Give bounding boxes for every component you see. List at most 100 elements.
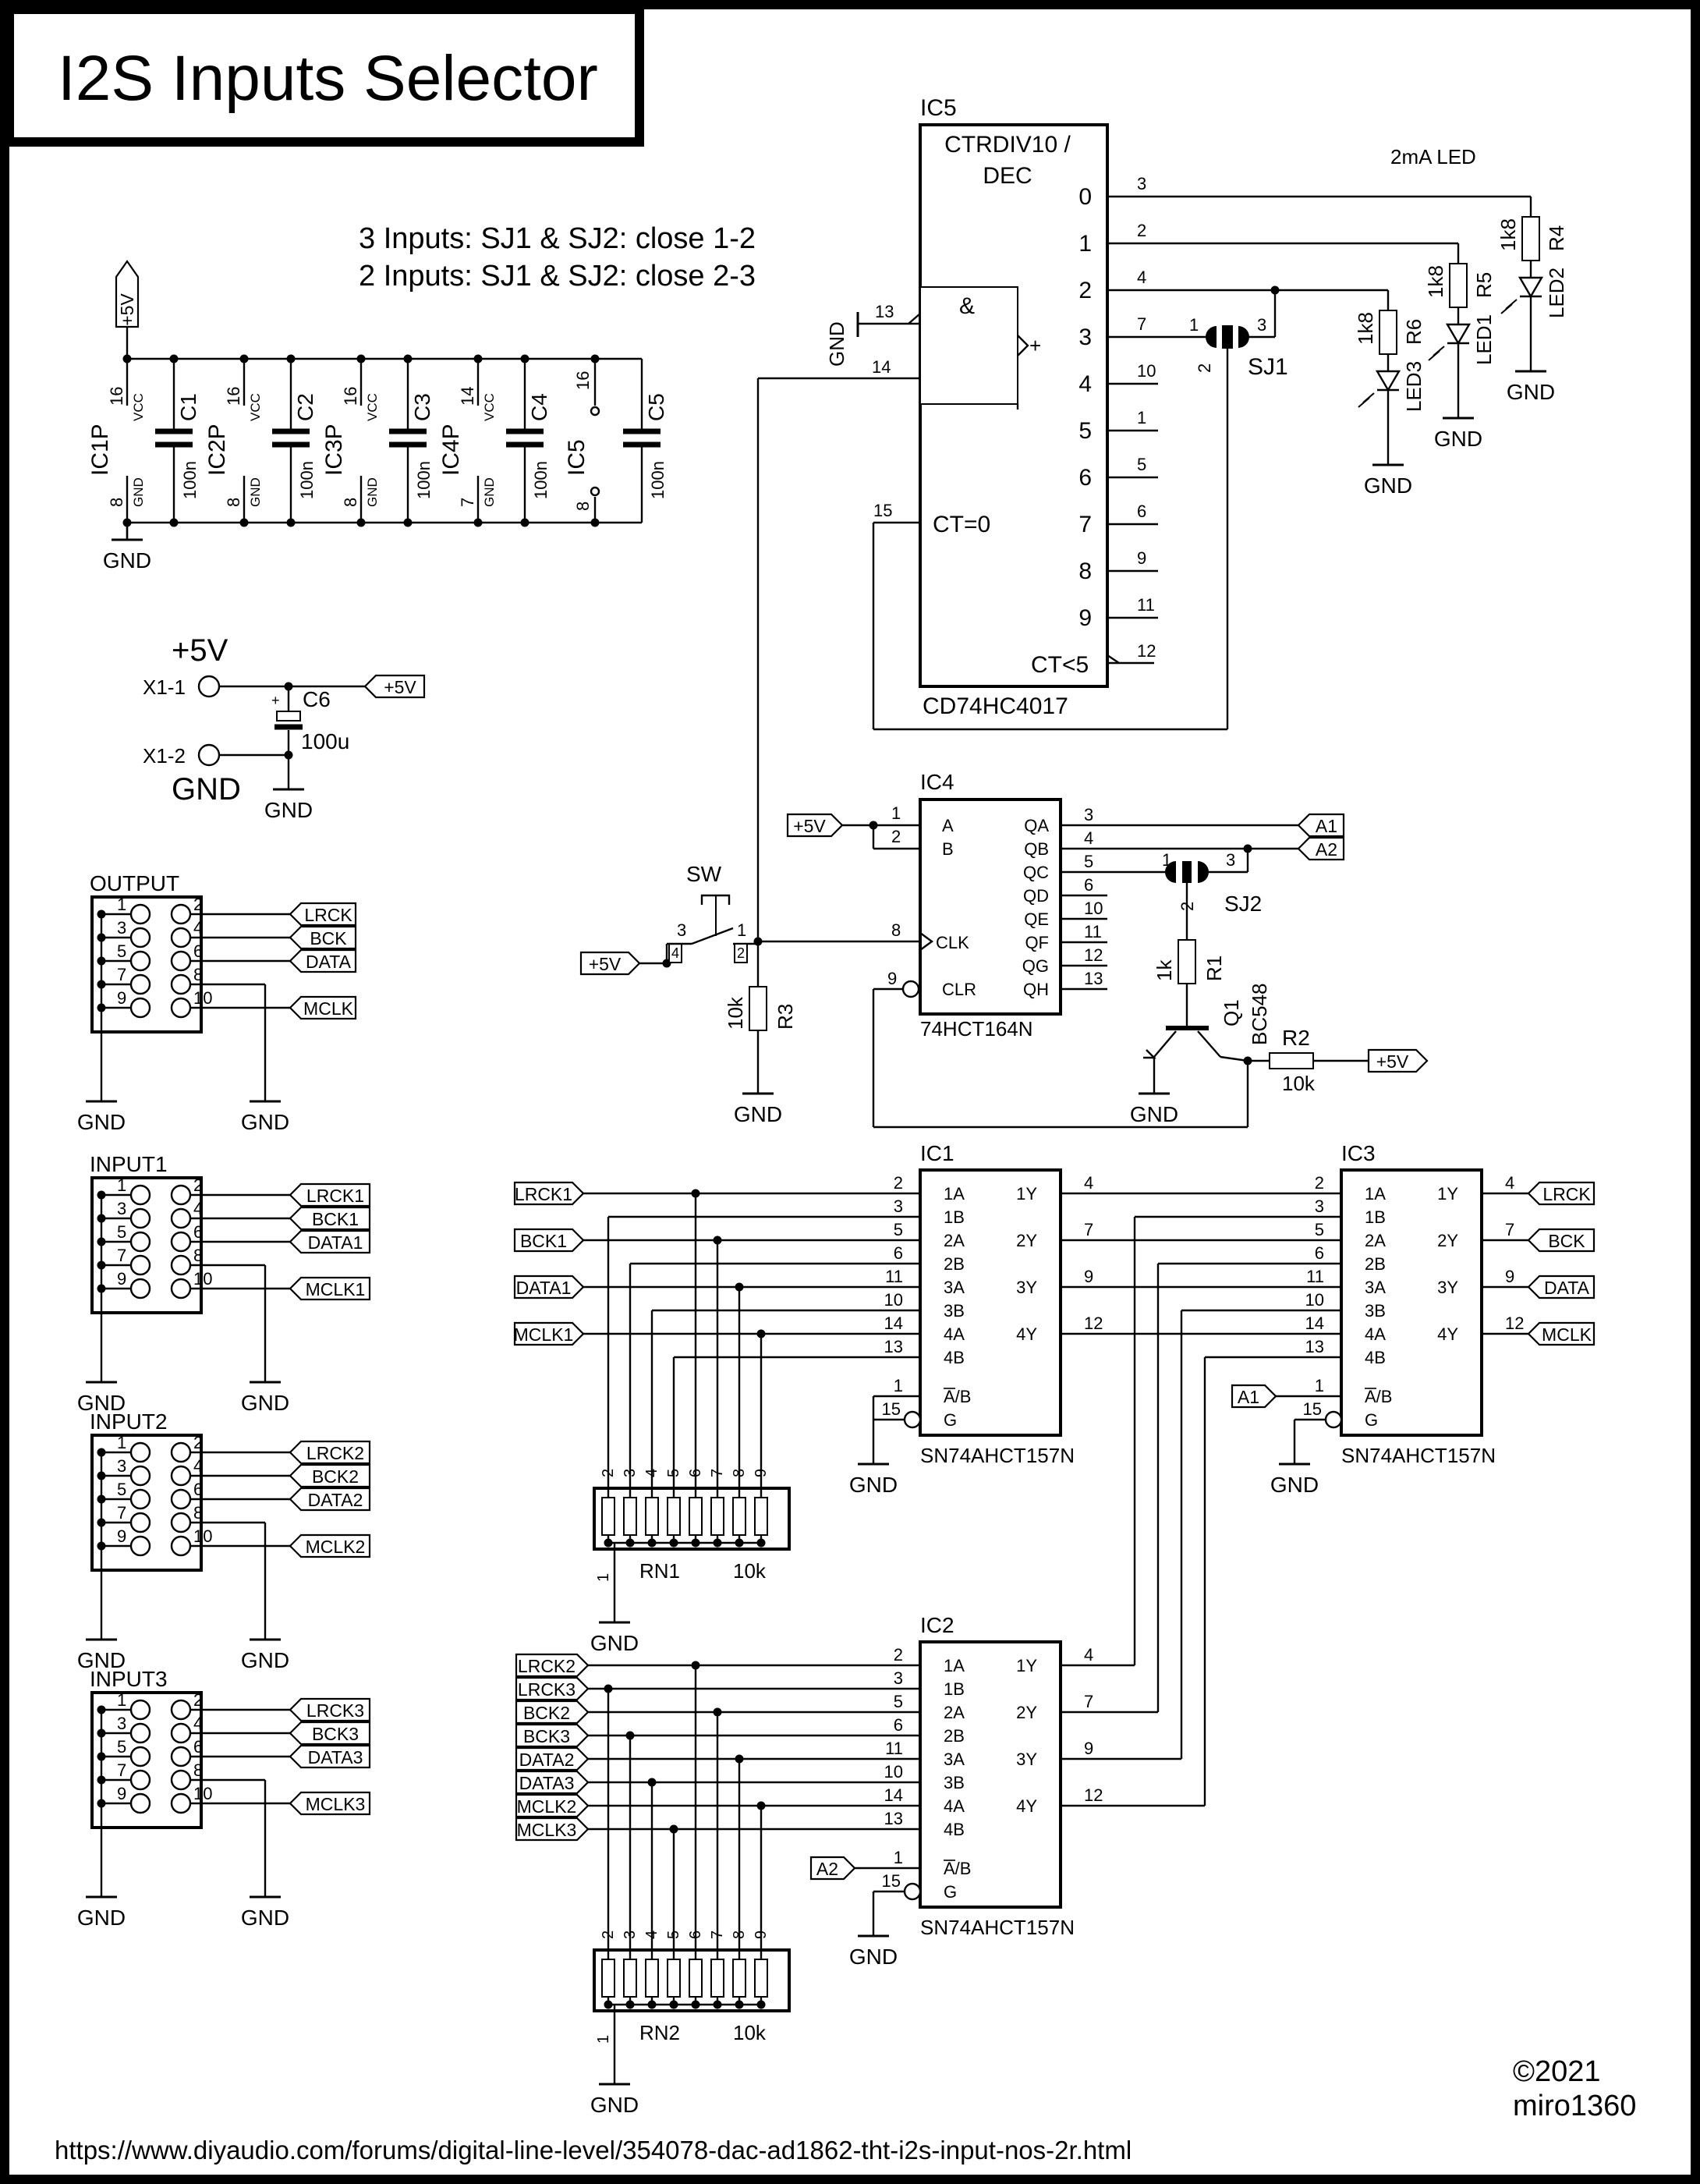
ic5-func: CTRDIV10 / [944,132,1071,158]
ic4-pin: 3 [1084,805,1093,824]
ic2-g-pin: 15 [882,1871,901,1891]
cap-val: 100n [180,461,200,499]
q1-emitter [1153,1030,1177,1058]
ic1-pin-num: 6 [894,1243,903,1263]
ic2-in-flag-text: DATA3 [519,1773,575,1793]
conn-pin-num: 5 [117,941,126,961]
gnd-label: GND [77,1906,126,1930]
ic4-ref: IC4 [920,770,954,794]
ic2-in-flag-text: DATA2 [519,1750,575,1770]
ic2-in-flag-text: MCLK3 [517,1820,577,1840]
ic1-pin-name: 1B [944,1207,965,1227]
ic5-name: CD74HC4017 [923,693,1068,719]
gnd-label: GND [241,1391,289,1415]
junction-dot [647,1538,657,1548]
ic2-pin-num: 5 [894,1692,903,1711]
ic5-q-label: 8 [1078,558,1092,584]
ic-power-ref: IC5 [564,439,590,476]
conn-net-flag-text: DATA3 [308,1747,363,1767]
conn-net-flag-text: DATA1 [308,1232,363,1253]
ic2-pin-num: 4 [1084,1645,1093,1665]
cap-ref: C2 [293,393,317,421]
connector-pin [170,1207,192,1229]
ic1-in-flag-text: MCLK1 [514,1324,574,1345]
ic-power-ref: IC4P [438,424,464,476]
connector-pin [170,1488,192,1510]
rn2-val: 10k [733,2021,767,2044]
rn1-resistor [732,1497,746,1536]
r2-val: 10k [1282,1072,1316,1095]
ic2-in-flag-text: BCK3 [523,1726,570,1746]
ic4-pin-name: CLR [942,980,976,999]
ic4-pin: 6 [1084,875,1093,895]
junction-dot [122,518,132,527]
ic3-pin-name: 1Y [1437,1184,1458,1204]
pin12-neg [1107,654,1120,664]
ic3-pin-name: 2Y [1437,1231,1458,1250]
ic2-in-flag [515,1676,590,1701]
led-ray [1500,303,1513,314]
ic2-pin-name: 4A [944,1796,965,1816]
ic5-pin-num: 3 [1137,174,1146,193]
ic4-pin-name: A [942,816,954,835]
conn-net-flag-text: BCK [310,928,347,948]
ic1-pin-num: 11 [885,1267,903,1286]
ic3-pin-name: 2B [1365,1254,1386,1274]
jumper-note-2: 2 Inputs: SJ1 & SJ2: close 2-3 [359,260,756,292]
res-val: 1k8 [1424,265,1447,298]
conn-net-flag-text: BCK2 [312,1466,359,1487]
rn2-ref: RN2 [639,2021,680,2044]
ic1-in-flag [513,1275,585,1299]
ic4-pin-name: QA [1024,816,1049,835]
ic5-q-label: 6 [1078,465,1092,491]
conn-pin-num: 8 [193,1760,203,1780]
a2-flag-ic2-text: A2 [816,1859,838,1879]
gnd-label: GND [1434,427,1482,451]
ic4-pin: 2 [891,827,901,846]
led-symbol [1518,276,1544,299]
rn2-resistor [645,1959,659,1998]
conn-pin-num: 2 [193,895,203,914]
ic4-pin: 10 [1084,899,1103,918]
sj1-pad [1238,326,1249,348]
ic2-pin-name: 3B [944,1773,965,1792]
ic2-pin-num: 14 [884,1785,903,1805]
ic3-ref: IC3 [1341,1141,1376,1165]
ic3-pin-num: 7 [1505,1220,1514,1239]
vcc-flag-sw-text: +5V [589,954,622,974]
junction-dot [756,1538,766,1548]
r3-ref: R3 [774,1004,797,1030]
led-symbol [1445,323,1472,346]
ic3-pin-num: 14 [1305,1314,1324,1333]
connector-pin [129,1278,151,1299]
connector-pin [170,1278,192,1299]
gnd-label: GND [241,1906,289,1930]
r1-body [1178,939,1196,984]
conn-pin-num: 10 [193,1784,212,1803]
ic5-func: DEC [983,163,1032,189]
conn-pin-num: 8 [193,965,203,984]
led-ray [1358,397,1370,408]
ic2-in-flag [515,1653,590,1678]
vcc-flag-top-text: +5V [117,293,137,326]
ic1-g-name: G [944,1410,957,1430]
conn-pin-num: 3 [117,918,126,938]
sw-pin2-num: 2 [737,945,745,961]
rn2-pin1: 1 [595,2035,612,2044]
conn-net-flag [289,1182,371,1207]
ic1-g-bubble [903,1410,922,1429]
ic5-q-label: 0 [1078,184,1092,210]
conn-net-flag [289,1487,371,1512]
ic2-g-name: G [944,1882,957,1902]
ic2-pin-name: 2A [944,1703,965,1722]
connector-pin [129,1488,151,1510]
ic1-pin-name: 4A [944,1324,965,1344]
conn-net-flag-text: LRCK3 [306,1700,364,1721]
junction-dot [713,2000,722,2009]
ic5-ref: IC5 [920,95,957,121]
copyright-year: ©2021 [1513,2055,1601,2088]
conn-pin-num: 7 [117,1246,126,1265]
ic3-pin-name: 1A [1365,1184,1386,1204]
ic2-sel-name: A/B [944,1859,971,1878]
